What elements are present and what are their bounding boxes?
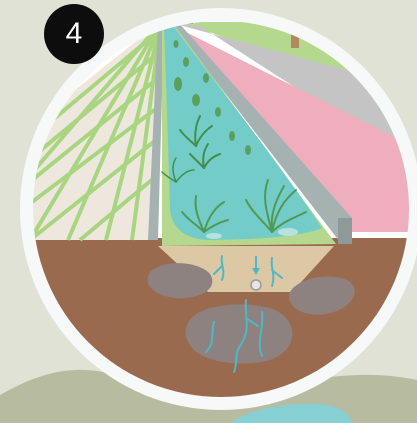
pollutant-pocket [186,305,293,364]
step-number-badge: 4 [44,4,104,64]
underdrain-pipe-icon [251,280,261,290]
right-curb-face [338,218,352,244]
